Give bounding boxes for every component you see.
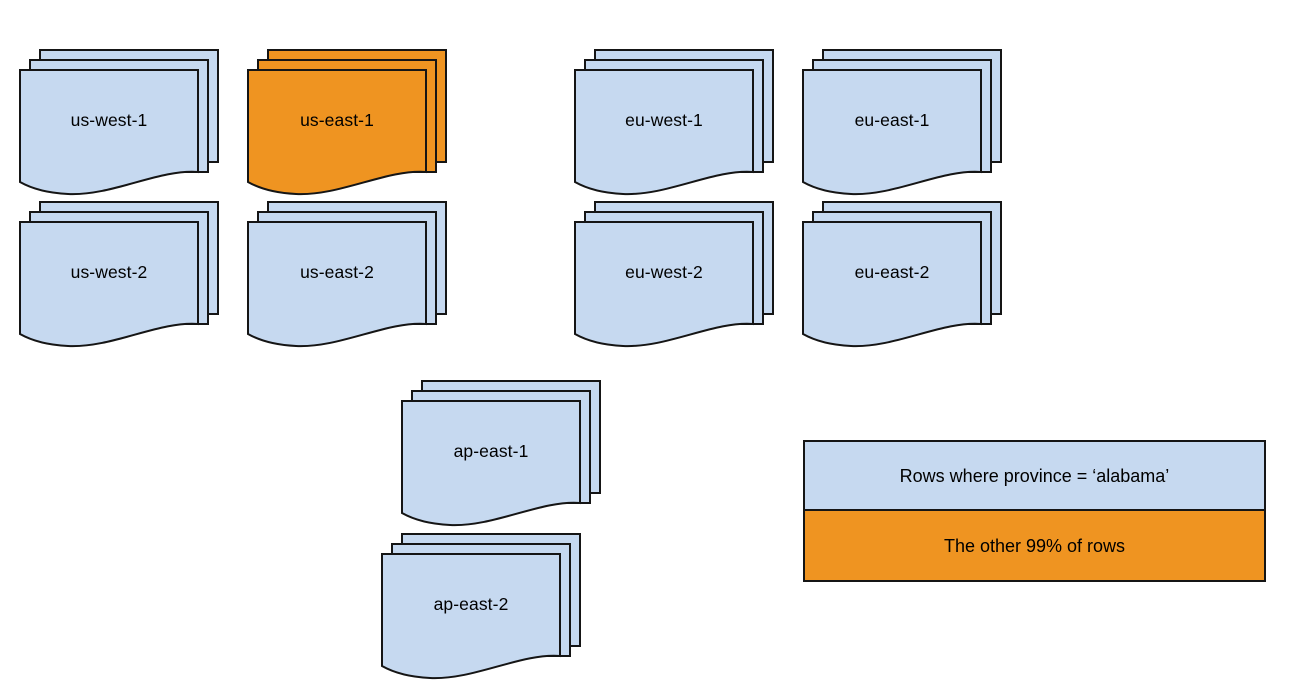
document-sheet-front [574,69,754,196]
region-stack-us-east-2[interactable]: us-east-2 [247,196,468,351]
legend: Rows where province = ‘alabama’ The othe… [803,440,1266,582]
region-stack-ap-east-2[interactable]: ap-east-2 [381,528,602,683]
region-stack-eu-west-2[interactable]: eu-west-2 [574,196,795,351]
document-sheet-front [401,400,581,527]
region-stack-eu-east-2[interactable]: eu-east-2 [802,196,1023,351]
document-sheet-front [19,221,199,348]
region-stack-us-west-2[interactable]: us-west-2 [19,196,240,351]
legend-item-label: The other 99% of rows [943,535,1126,556]
document-sheet-front [19,69,199,196]
legend-item-other-rows: The other 99% of rows [805,511,1264,580]
document-sheet-front [802,69,982,196]
region-stack-ap-east-1[interactable]: ap-east-1 [401,375,622,530]
region-stack-eu-west-1[interactable]: eu-west-1 [574,44,795,199]
region-stack-us-east-1[interactable]: us-east-1 [247,44,468,199]
document-sheet-front [802,221,982,348]
document-sheet-front [247,221,427,348]
legend-item-alabama: Rows where province = ‘alabama’ [805,442,1264,511]
document-sheet-front [247,69,427,196]
document-sheet-front [574,221,754,348]
legend-item-label: Rows where province = ‘alabama’ [899,465,1170,486]
region-stack-us-west-1[interactable]: us-west-1 [19,44,240,199]
region-stack-eu-east-1[interactable]: eu-east-1 [802,44,1023,199]
document-sheet-front [381,553,561,680]
